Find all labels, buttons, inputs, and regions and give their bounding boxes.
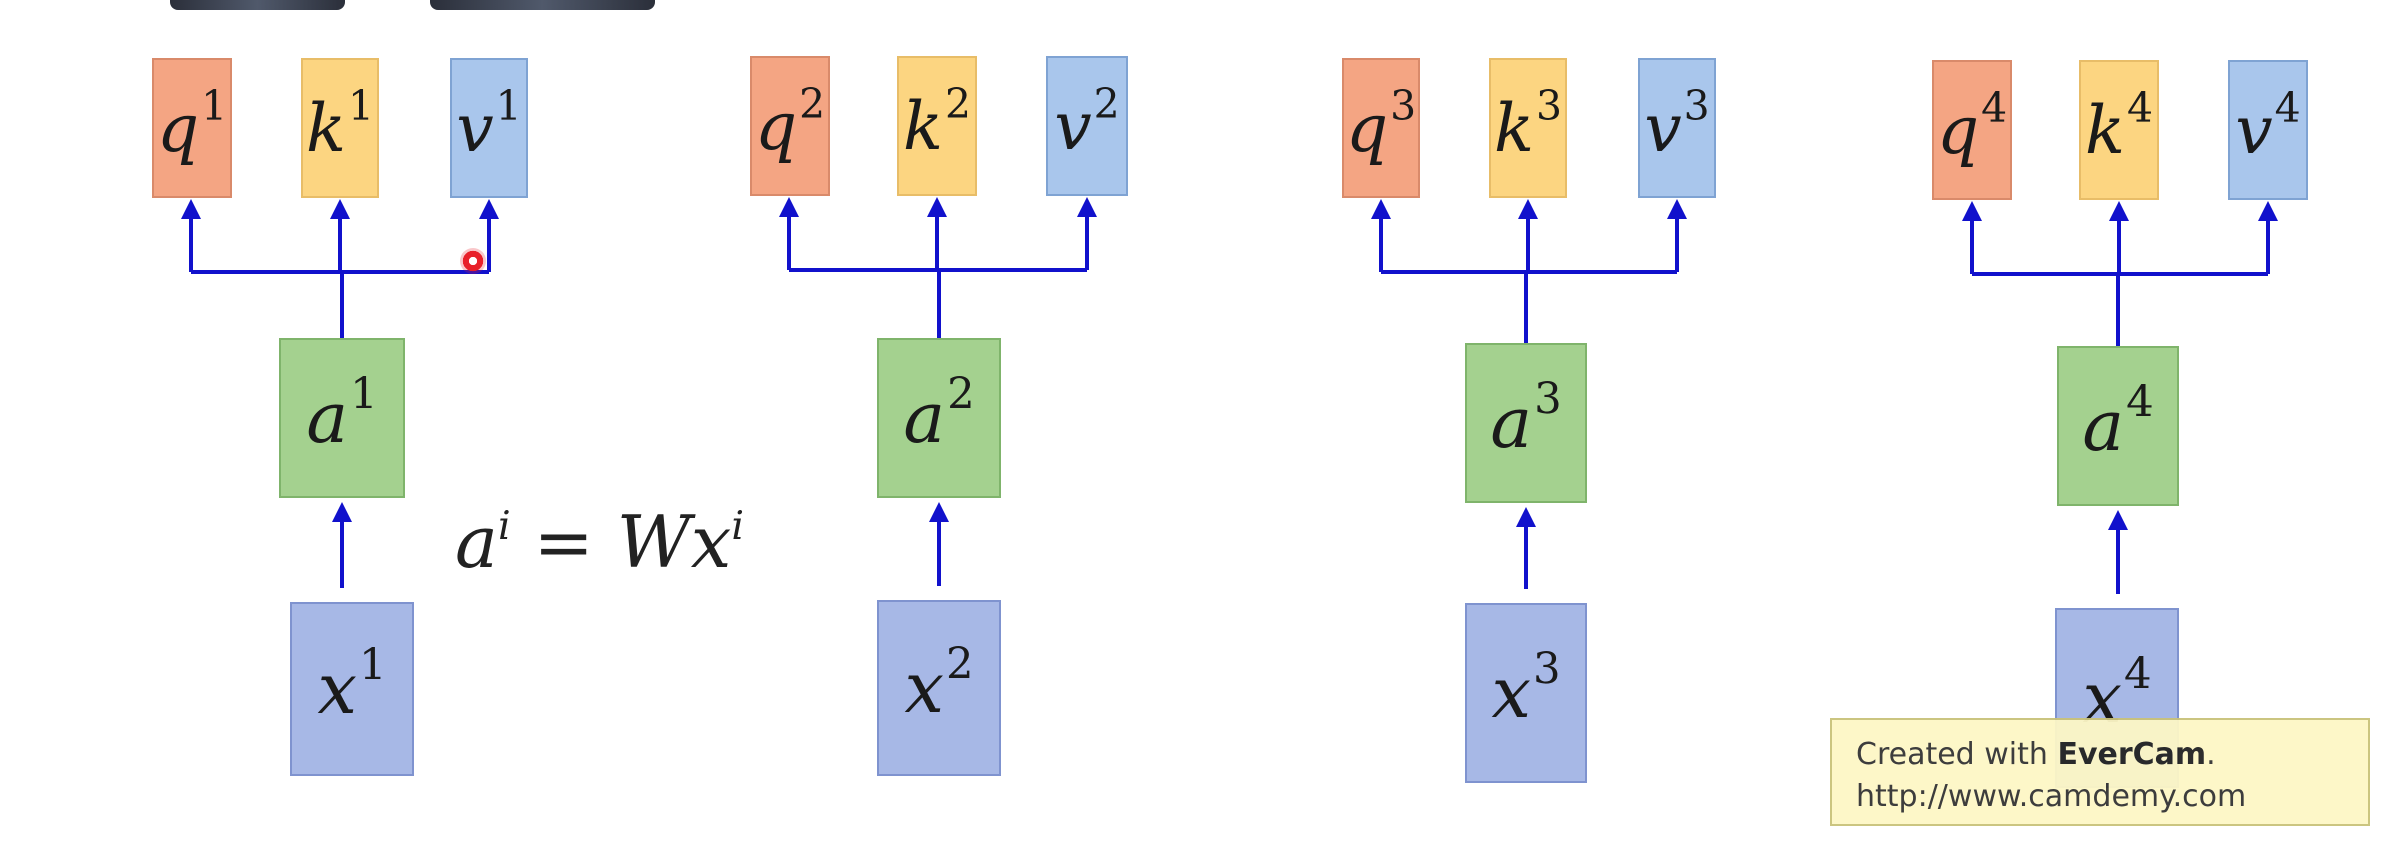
watermark-line-1: Created with EverCam. — [1856, 737, 2216, 772]
evercam-watermark: Created with EverCam. http://www.camdemy… — [1830, 718, 2370, 826]
embedding-formula: ai = Wxi — [455, 500, 745, 584]
watermark-line-2: http://www.camdemy.com — [1856, 779, 2247, 814]
video-frame-strip-right — [430, 0, 655, 10]
cursor-highlight-icon — [460, 248, 486, 274]
video-frame-strip-left — [170, 0, 345, 10]
